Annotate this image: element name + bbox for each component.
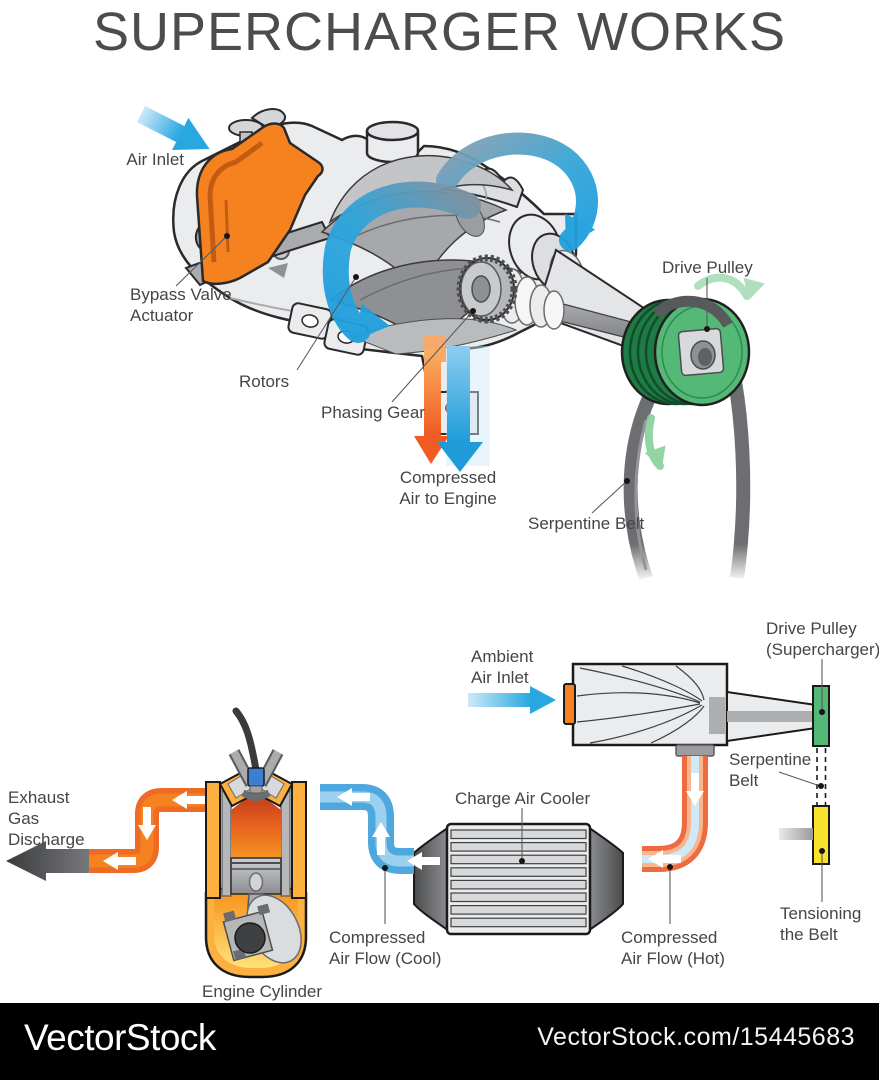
- pulley-rotation-arrows: [644, 273, 765, 470]
- inlet-port: [563, 683, 576, 725]
- label-charge-air-cooler: Charge Air Cooler: [455, 789, 591, 808]
- compressed-air-arrows: [414, 336, 490, 472]
- label-tensioning-the-belt: Tensioning the Belt: [780, 904, 862, 944]
- page-title: SUPERCHARGER WORKS: [92, 2, 787, 62]
- airflow-schematic-illustration: [6, 659, 830, 979]
- spark-plug: [232, 707, 265, 800]
- label-compressed-air-flow-hot: Compressed Air Flow (Hot): [621, 928, 725, 968]
- supercharger-box: [563, 662, 817, 757]
- hot-air-pipe: [642, 756, 708, 872]
- lower-leader-lines: [384, 659, 823, 924]
- label-drive-pulley-supercharger: Drive Pulley (Supercharger): [766, 619, 879, 659]
- air-inlet-arrow: [136, 105, 210, 151]
- supercharger-cutaway-illustration: [136, 105, 765, 581]
- lower-leader-dots: [382, 709, 825, 871]
- label-rotors: Rotors: [239, 372, 290, 391]
- label-serpentine-belt-lower: Serpentine Belt: [729, 750, 812, 790]
- label-bypass-valve-actuator: Bypass Valve Actuator: [130, 285, 232, 325]
- cool-air-pipe: [320, 784, 414, 874]
- tensioner-shaft: [779, 828, 813, 840]
- label-phasing-gear: Phasing Gear: [321, 403, 425, 422]
- label-serpentine-belt-upper: Serpentine Belt: [528, 514, 645, 533]
- label-compressed-air-flow-cool: Compressed Air Flow (Cool): [329, 928, 442, 968]
- tensioner-block: [812, 805, 830, 865]
- engine-cylinder-shape: [204, 707, 308, 979]
- drive-pulley-block: [812, 685, 830, 747]
- label-compressed-air-to-engine: Compressed Air to Engine: [399, 468, 497, 508]
- top-port: [365, 120, 420, 142]
- vectorstock-url: VectorStock.com/15445683: [537, 1023, 855, 1051]
- upper-leader-lines: [175, 235, 708, 514]
- ambient-air-arrow: [468, 686, 556, 714]
- label-engine-cylinder: Engine Cylinder: [202, 982, 323, 1001]
- drive-pulley-shape: [620, 295, 751, 407]
- phasing-gear-shape: [456, 254, 518, 324]
- charge-air-cooler-shape: [413, 822, 624, 936]
- watermark-bar: VectorStock VectorStock.com/15445683: [0, 1003, 879, 1080]
- airflow-swirl-arrows: [322, 132, 598, 343]
- upper-leader-dots: [224, 233, 710, 484]
- label-air-inlet: Air Inlet: [126, 150, 184, 169]
- exhaust-discharge-arrow: [6, 841, 89, 881]
- label-drive-pulley: Drive Pulley: [662, 258, 753, 277]
- air-inlet-cover: [195, 122, 324, 286]
- vectorstock-logo: VectorStock: [24, 1016, 216, 1058]
- piston-assembly: [222, 857, 302, 964]
- belt-dashed-lines: [816, 748, 827, 805]
- label-exhaust-gas-discharge: Exhaust Gas Discharge: [8, 788, 85, 849]
- label-ambient-air-inlet: Ambient Air Inlet: [471, 647, 534, 687]
